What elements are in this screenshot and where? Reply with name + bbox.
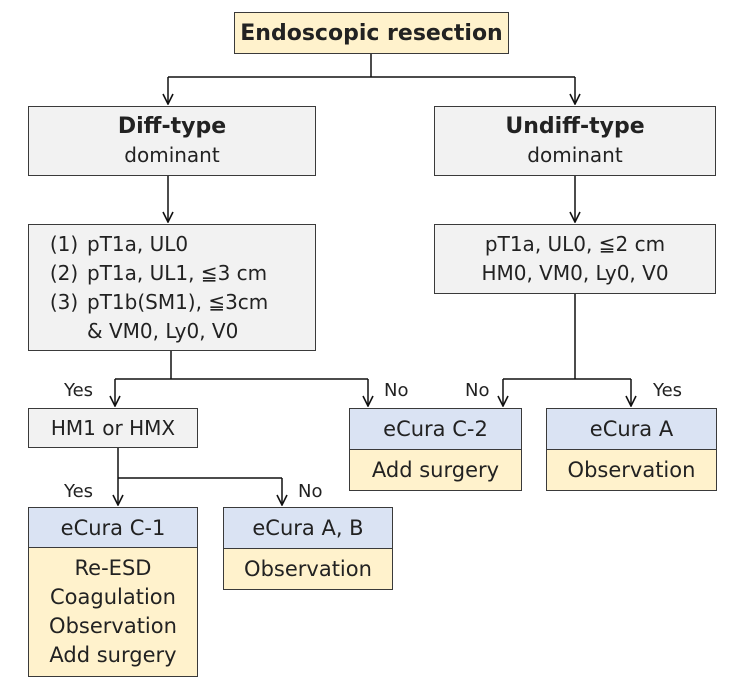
criteria-number: (2) — [49, 260, 79, 285]
ecura-a-label: eCura A — [589, 417, 674, 441]
ecura-c1-action: Observation — [49, 614, 177, 638]
criteria-row: (2) pT1a, UL1, ≦3 cm — [41, 259, 267, 288]
undiff-type-subtitle: dominant — [527, 143, 623, 167]
criteria-text: pT1a, UL1, ≦3 cm — [87, 260, 268, 285]
diff-type-title: Diff-type — [117, 114, 227, 139]
ecura-a-body: Observation — [547, 450, 716, 490]
ecura-c1-label: eCura C-1 — [60, 515, 166, 540]
hm-node: HM1 or HMX — [28, 408, 198, 448]
criteria-number: (1) — [49, 231, 79, 256]
ecura-ab-body: Observation — [224, 549, 392, 589]
criteria-text: pT1a, UL0 — [87, 231, 189, 256]
yes-label: Yes — [64, 380, 94, 401]
ecura-a-action: Observation — [567, 458, 696, 482]
undiff-criteria-line: pT1a, UL0, ≦2 cm — [484, 232, 666, 256]
criteria-row: (3) pT1b(SM1), ≦3cm — [41, 288, 268, 317]
ecura-c1-body: Re-ESD Coagulation Observation Add surge… — [29, 548, 197, 676]
ecura-a-header: eCura A — [547, 409, 716, 450]
diff-criteria-node: (1) pT1a, UL0 (2) pT1a, UL1, ≦3 cm (3) p… — [28, 224, 316, 351]
ecura-c1-header: eCura C-1 — [29, 508, 197, 548]
hm-label: HM1 or HMX — [50, 416, 176, 440]
criteria-row: & VM0, Ly0, V0 — [41, 317, 238, 346]
ecura-ab-header: eCura A, B — [224, 508, 392, 549]
ecura-c2-node: eCura C-2 Add surgery — [349, 408, 522, 491]
ecura-a-node: eCura A Observation — [546, 408, 717, 491]
ecura-c1-action: Coagulation — [50, 585, 176, 609]
no-label: No — [298, 481, 323, 502]
undiff-criteria-line: HM0, VM0, Ly0, V0 — [481, 261, 669, 285]
criteria-number — [41, 317, 87, 346]
ecura-c2-label: eCura C-2 — [383, 417, 488, 441]
criteria-number: (3) — [49, 289, 79, 314]
criteria-text: & VM0, Ly0, V0 — [87, 318, 239, 343]
ecura-ab-label: eCura A, B — [252, 516, 364, 540]
diff-type-subtitle: dominant — [124, 143, 220, 167]
ecura-ab-node: eCura A, B Observation — [223, 507, 393, 590]
criteria-row: (1) pT1a, UL0 — [41, 230, 188, 259]
ecura-c2-header: eCura C-2 — [350, 409, 521, 450]
ecura-c1-action: Re-ESD — [74, 556, 152, 580]
root-node-label: Endoscopic resection — [240, 20, 503, 46]
undiff-type-title: Undiff-type — [505, 114, 645, 139]
ecura-c2-action: Add surgery — [371, 458, 500, 482]
undiff-criteria-node: pT1a, UL0, ≦2 cm HM0, VM0, Ly0, V0 — [434, 224, 716, 294]
yes-label: Yes — [653, 380, 683, 401]
criteria-text: pT1b(SM1), ≦3cm — [87, 289, 269, 314]
root-node: Endoscopic resection — [234, 12, 509, 54]
undiff-type-node: Undiff-type dominant — [434, 106, 716, 176]
no-label: No — [465, 380, 490, 401]
ecura-c1-action: Add surgery — [49, 643, 177, 667]
ecura-c1-node: eCura C-1 Re-ESD Coagulation Observation… — [28, 507, 198, 677]
diff-type-node: Diff-type dominant — [28, 106, 316, 176]
no-label: No — [384, 380, 409, 401]
ecura-c2-body: Add surgery — [350, 450, 521, 490]
yes-label: Yes — [64, 481, 94, 502]
ecura-ab-action: Observation — [244, 557, 372, 581]
